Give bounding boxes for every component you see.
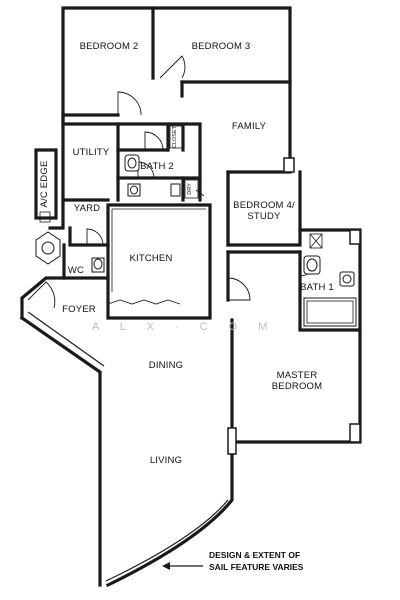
- label-kitchen: KITCHEN: [129, 253, 172, 264]
- note-line-2: SAIL FEATURE VARIES: [209, 562, 304, 572]
- label-dry: DRY: [187, 183, 193, 195]
- label-family: FAMILY: [232, 121, 267, 132]
- room-labels: BEDROOM 2 BEDROOM 3 FAMILY UTILITY BATH …: [39, 41, 334, 466]
- label-bath-2: BATH 2: [140, 161, 174, 172]
- label-bedroom-3: BEDROOM 3: [192, 41, 251, 52]
- label-yard: YARD: [74, 203, 101, 214]
- duct-markers: [39, 211, 51, 223]
- label-living: LIVING: [150, 455, 182, 466]
- label-master-line2: BEDROOM: [272, 381, 323, 392]
- label-closet: CLOSET: [172, 125, 178, 148]
- label-bedroom-2: BEDROOM 2: [80, 41, 139, 52]
- sail-note: DESIGN & EXTENT OF SAIL FEATURE VARIES: [162, 550, 304, 572]
- label-dining: DINING: [149, 360, 183, 371]
- interior-walls: [61, 6, 362, 455]
- label-bedroom-4-line1: BEDROOM 4/: [233, 200, 295, 211]
- label-bath-1: BATH 1: [300, 282, 334, 293]
- label-ac-edge: A/C EDGE: [39, 161, 50, 208]
- exterior-walls: [19, 6, 362, 588]
- label-wc: WC: [68, 265, 84, 276]
- label-utility: UTILITY: [73, 147, 110, 158]
- watermark: A L X · C O M: [92, 321, 276, 333]
- label-foyer: FOYER: [62, 304, 96, 315]
- label-bedroom-4-line2: STUDY: [247, 211, 281, 222]
- fixtures: [35, 125, 357, 327]
- note-line-1: DESIGN & EXTENT OF: [209, 550, 300, 560]
- label-master-line1: MASTER: [277, 370, 318, 381]
